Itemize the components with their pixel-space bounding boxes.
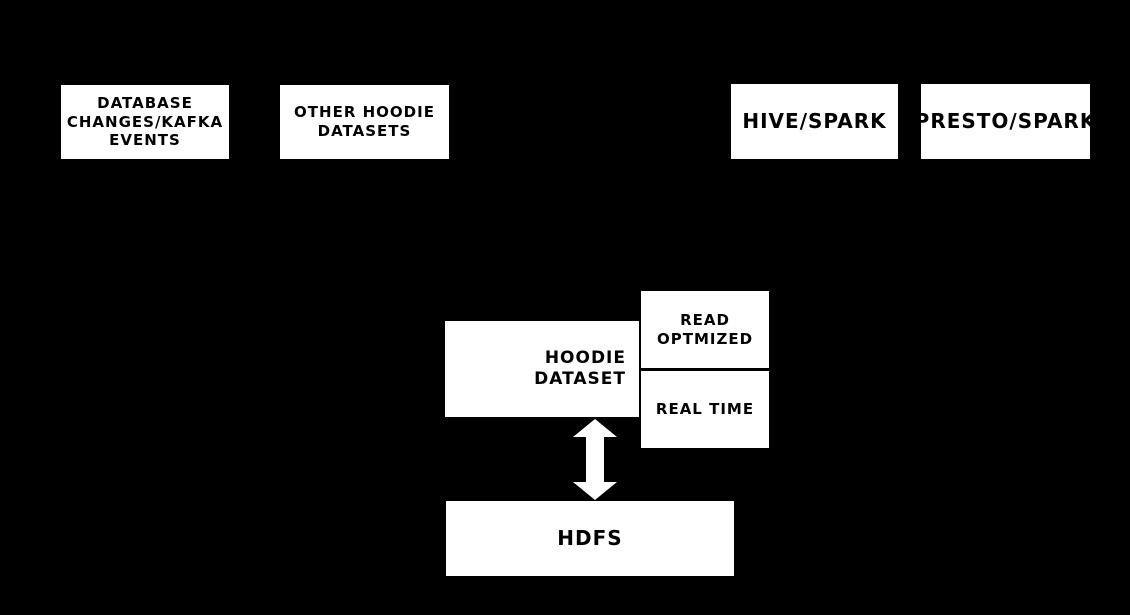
node-label: OTHER HOODIE DATASETS bbox=[294, 103, 435, 140]
up-down-arrow-icon bbox=[573, 419, 617, 500]
node-other-hoodie-datasets: OTHER HOODIE DATASETS bbox=[280, 85, 449, 159]
node-label: HDFS bbox=[557, 526, 623, 550]
node-presto-spark: PRESTO/SPARK bbox=[915, 84, 1095, 159]
node-label: PRESTO/SPARK bbox=[914, 109, 1097, 133]
node-hdfs: HDFS bbox=[446, 501, 734, 576]
node-label: HOODIE DATASET bbox=[534, 347, 626, 389]
node-label: HIVE/SPARK bbox=[742, 109, 887, 133]
node-hoodie-dataset: HOODIE DATASET bbox=[445, 321, 639, 417]
node-label: REAL TIME bbox=[655, 400, 755, 419]
node-real-time-view: REAL TIME bbox=[641, 371, 769, 448]
node-label: DATABASE CHANGES/KAFKA EVENTS bbox=[66, 93, 224, 150]
node-label: READ OPTMIZED bbox=[656, 310, 754, 348]
node-database-changes-kafka-events: DATABASE CHANGES/KAFKA EVENTS bbox=[61, 85, 229, 159]
node-read-optimized-view: READ OPTMIZED bbox=[641, 291, 769, 368]
node-hive-spark: HIVE/SPARK bbox=[731, 84, 898, 159]
